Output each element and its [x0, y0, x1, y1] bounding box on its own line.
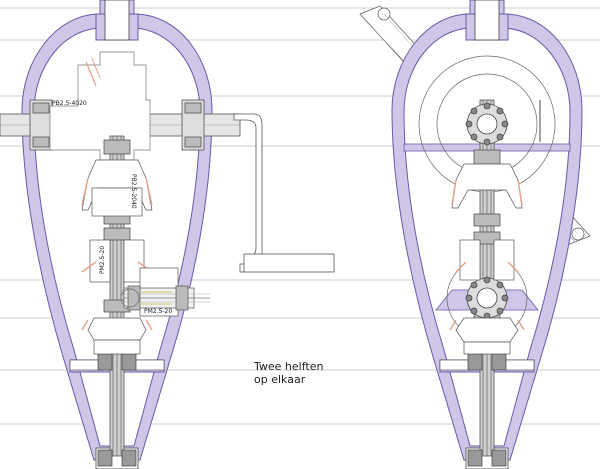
left-pinion-assembly — [120, 285, 210, 311]
left-upper-gear — [81, 159, 153, 217]
note-line-2: op elkaar — [254, 373, 306, 386]
bearing-top-label: PB2.5-4020 — [52, 100, 87, 107]
crank-handle — [243, 253, 335, 273]
gear-horizontal-label: PM2.5-20 — [144, 308, 172, 315]
crank-arm — [233, 113, 263, 273]
note-line-1: Twee helften — [253, 360, 323, 373]
right-lower-bearing — [465, 276, 509, 320]
gear-vertical-label: PM2.5-20 — [99, 246, 106, 274]
left-lower-gear — [81, 317, 153, 355]
left-gear-outline — [49, 51, 151, 161]
right-gears — [449, 163, 525, 355]
right-upper-bearing — [465, 102, 509, 146]
bearing-vertical-label: PB2.5-2040 — [130, 174, 137, 209]
